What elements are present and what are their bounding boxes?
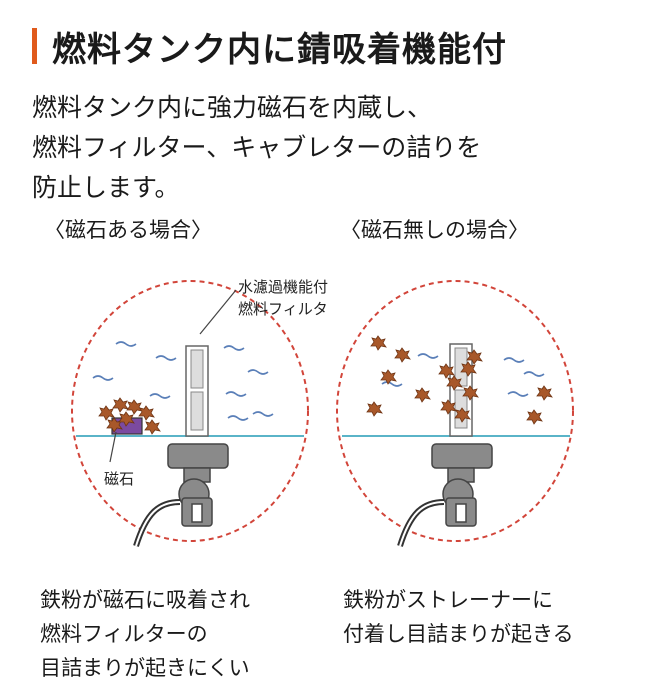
description-line: 防止します。 <box>32 173 180 202</box>
caption-line: 付着し目詰まりが起きる <box>343 622 574 646</box>
left-case-label: 〈磁石ある場合〉 <box>44 218 212 242</box>
right-scene-circle <box>336 280 574 542</box>
caption-line: 鉄粉がストレーナーに <box>343 588 553 612</box>
fuel-fitting <box>167 443 229 527</box>
right-case-label: 〈磁石無しの場合〉 <box>340 218 529 242</box>
fuel-waves <box>381 353 545 397</box>
left-caption: 鉄粉が磁石に吸着され 燃料フィルターの 目詰まりが起きにくい <box>40 583 250 685</box>
description-line: 燃料フィルター、キャブレターの詰りを <box>32 133 482 162</box>
title-accent-bar <box>32 28 37 64</box>
iron-particles <box>98 397 161 435</box>
magnet-label: 磁石 <box>104 470 134 488</box>
fuel-filter <box>185 345 209 437</box>
filter-annotation-leader <box>199 289 237 335</box>
page-title: 燃料タンク内に錆吸着機能付 <box>52 30 507 70</box>
magnet-label-leader <box>109 431 117 463</box>
fuel-fitting <box>431 443 493 527</box>
right-caption: 鉄粉がストレーナーに 付着し目詰まりが起きる <box>343 583 574 651</box>
caption-line: 燃料フィルターの <box>40 622 208 646</box>
caption-line: 鉄粉が磁石に吸着され <box>40 588 250 612</box>
caption-line: 目詰まりが起きにくい <box>40 656 250 680</box>
description-line: 燃料タンク内に強力磁石を内蔵し、 <box>32 93 433 122</box>
left-scene-circle <box>71 280 309 542</box>
filter-annotation-line: 燃料フィルター <box>238 300 328 318</box>
fuel-waves <box>92 341 274 421</box>
description: 燃料タンク内に強力磁石を内蔵し、 燃料フィルター、キャブレターの詰りを 防止しま… <box>32 88 481 208</box>
without-magnet-illustration <box>336 280 574 547</box>
iron-particles <box>366 335 553 425</box>
with-magnet-illustration: 水濾過機能付き 燃料フィルター 磁石 <box>71 278 328 547</box>
filter-annotation-line: 水濾過機能付き <box>238 278 328 296</box>
